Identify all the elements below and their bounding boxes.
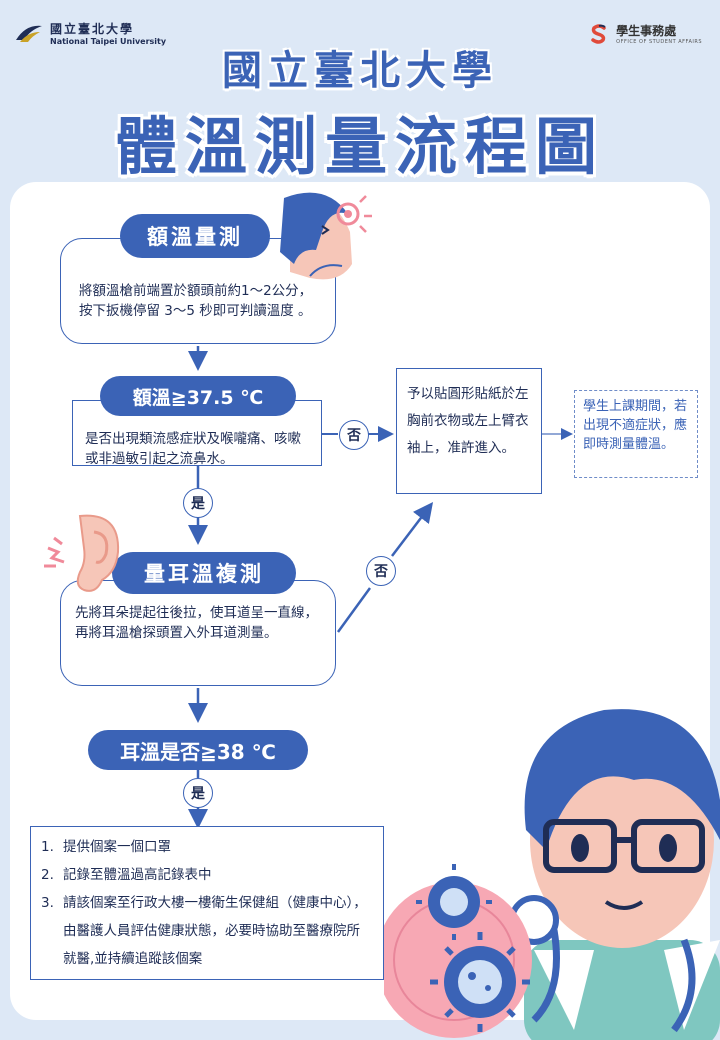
- student-affairs-s-icon: [591, 23, 606, 44]
- page-title-main: 體溫測量流程圖: [114, 110, 605, 183]
- forehead-head-icon: [280, 192, 372, 280]
- no-label-forehead: 否: [339, 420, 369, 450]
- office-name-cn: 學生事務處: [616, 24, 677, 38]
- no-label-ear: 否: [366, 556, 396, 586]
- forehead-instruction-text: 將額溫槍前端置於額頭前約1～2公分，按下扳機停留 3～5 秒即可判讀溫度 。: [79, 283, 313, 319]
- action-steps-box: 1.提供個案一個口罩 2.記錄至體溫過高記錄表中 3.請該個案至行政大樓一樓衛生…: [30, 826, 384, 980]
- forehead-measure-title: 額溫量測: [120, 214, 270, 258]
- yes-label-ear: 是: [183, 778, 213, 808]
- list-item: 1.提供個案一個口罩: [41, 839, 171, 855]
- sticker-entry-box: 予以貼圓形貼紙於左胸前衣物或左上臂衣袖上，准許進入。: [396, 368, 542, 494]
- university-logo: 國立臺北大學 National Taipei University: [14, 20, 166, 46]
- student-affairs-logo: 學生事務處 OFFICE OF STUDENT AFFAIRS: [588, 22, 702, 45]
- sticker-entry-text: 予以貼圓形貼紙於左胸前衣物或左上臂衣袖上，准許進入。: [407, 386, 529, 456]
- forehead-threshold-badge: 額溫≧37.5 ℃: [100, 376, 296, 416]
- page-title-university: 國立臺北大學: [222, 48, 498, 94]
- ear-threshold-badge: 耳溫是否≧38 ℃: [88, 730, 308, 770]
- ear-icon: [44, 514, 120, 592]
- doctor-illustration-icon: [384, 709, 720, 1040]
- office-name-en: OFFICE OF STUDENT AFFAIRS: [616, 39, 702, 45]
- class-time-note-text: 學生上課期間，若出現不適症狀，應即時測量體溫。: [583, 399, 688, 452]
- class-time-note: 學生上課期間，若出現不適症狀，應即時測量體溫。: [574, 390, 698, 478]
- list-item: 2.記錄至體溫過高記錄表中: [41, 867, 212, 883]
- yes-label-forehead: 是: [183, 488, 213, 518]
- ear-remeasure-title: 量耳溫複測: [112, 552, 296, 594]
- university-name-cn: 國立臺北大學: [50, 22, 135, 36]
- symptom-question-text: 是否出現類流感症狀及喉嚨痛、咳嗽或非過敏引起之流鼻水。: [85, 431, 301, 467]
- list-item: 3.請該個案至行政大樓一樓衛生保健組（健康中心），由醫護人員評估健康狀態，必要時…: [41, 895, 367, 967]
- action-steps-list: 1.提供個案一個口罩 2.記錄至體溫過高記錄表中 3.請該個案至行政大樓一樓衛生…: [41, 833, 373, 973]
- ear-instruction-box: 先將耳朵提起往後拉，使耳道呈一直線，再將耳溫槍探頭置入外耳道測量。: [60, 580, 336, 686]
- ear-instruction-text: 先將耳朵提起往後拉，使耳道呈一直線，再將耳溫槍探頭置入外耳道測量。: [75, 605, 318, 641]
- university-name-en: National Taipei University: [50, 37, 167, 46]
- university-emblem-icon: [16, 25, 42, 42]
